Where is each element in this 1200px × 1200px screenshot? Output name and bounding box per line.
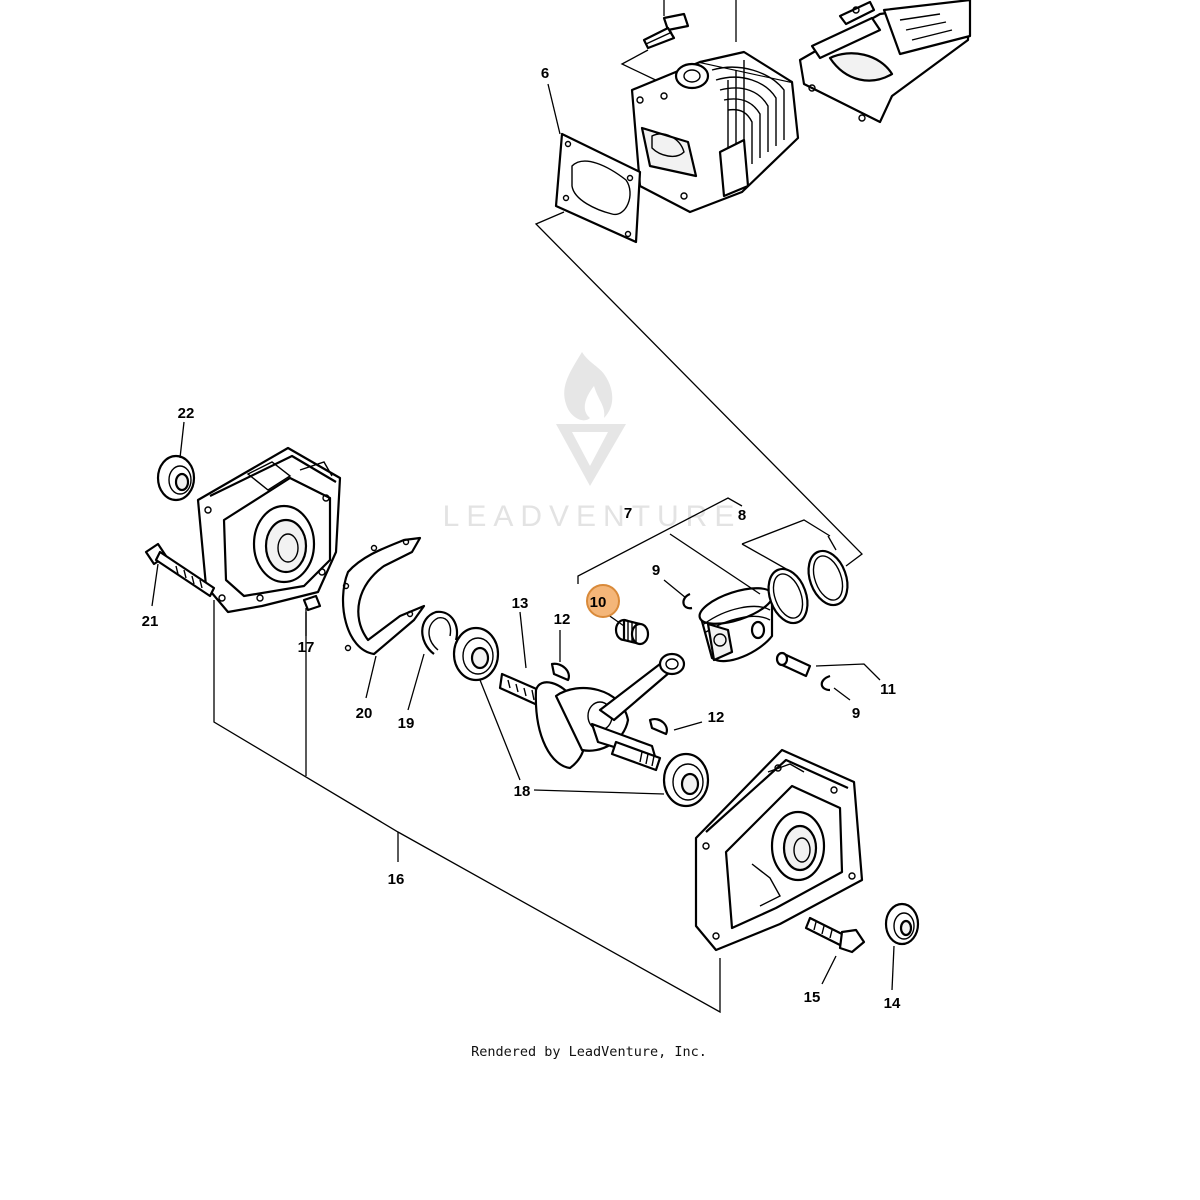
bolt-21 [144,542,216,598]
callout-21[interactable]: 21 [142,613,159,630]
crankcase-half-left [196,446,342,614]
circlip-19 [421,610,459,655]
crankcase-gasket [341,536,426,656]
render-credit: Rendered by LeadVenture, Inc. [471,1044,707,1060]
callout-9-upper[interactable]: 9 [652,562,660,579]
cylinder-gasket [554,132,642,244]
callout-17[interactable]: 17 [298,639,315,656]
callouts: 6 7 8 9 10 11 12 12 9 13 14 15 16 17 18 … [142,65,901,1012]
callout-12-lower[interactable]: 12 [708,709,725,726]
callout-7[interactable]: 7 [624,505,632,522]
callout-22[interactable]: 22 [178,405,195,422]
woodruff-key-12-upper [550,662,570,682]
crankshaft-13 [498,652,686,772]
muffler-assembly [798,0,972,124]
needle-bearing-10 [614,618,650,646]
crank-seal-right [884,902,920,946]
bearing-18-right [662,752,710,808]
piston-rings-8 [767,549,849,625]
crank-seal-left [156,454,196,502]
callout-18[interactable]: 18 [514,783,531,800]
watermark-logo: LEADVENTURE [443,352,742,533]
watermark-brand-text: LEADVENTURE [443,500,742,533]
piston-pin-11 [775,651,812,678]
callout-12-upper[interactable]: 12 [554,611,571,628]
piston-7 [698,587,774,663]
woodruff-key-12-lower [648,718,668,736]
callout-19[interactable]: 19 [398,715,415,732]
callout-14[interactable]: 14 [884,995,901,1012]
leader-lines [151,83,895,1014]
bolt-15 [804,916,866,954]
callout-16[interactable]: 16 [388,871,405,888]
circlip-9-lower [820,674,831,692]
callout-11[interactable]: 11 [880,681,896,698]
callout-9-lower[interactable]: 9 [852,705,860,722]
dowel-pin-17 [302,594,322,612]
callout-6[interactable]: 6 [541,65,549,82]
callout-8[interactable]: 8 [738,507,746,524]
callout-13[interactable]: 13 [512,595,529,612]
crankcase-half-right [694,748,864,952]
callout-10[interactable]: 10 [590,594,607,611]
callout-15[interactable]: 15 [804,989,821,1006]
callout-10-highlight [586,584,620,618]
callout-20[interactable]: 20 [356,705,373,722]
bearing-18-left [452,626,500,682]
cylinder-assembly [620,0,800,214]
